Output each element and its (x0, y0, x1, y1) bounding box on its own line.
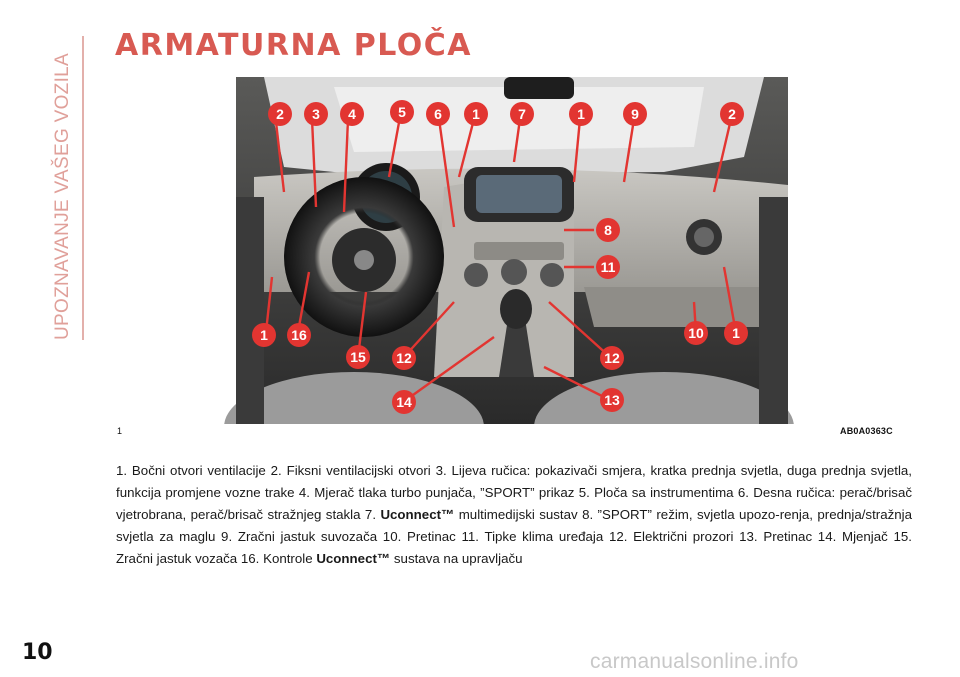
leader-line (622, 118, 636, 183)
callout-1-side-vent: 1 (464, 102, 488, 126)
callout-1-side-vent: 1 (252, 323, 276, 347)
svg-text:1: 1 (472, 106, 480, 122)
caption-brand2: Uconnect™ (316, 551, 391, 566)
callout-13-storage: 13 (600, 388, 624, 412)
svg-text:4: 4 (348, 106, 356, 122)
callout-2-left-vent: 2 (268, 102, 292, 126)
callout-14-gearshift: 14 (392, 390, 416, 414)
leader-line (512, 118, 522, 163)
svg-text:12: 12 (604, 350, 620, 366)
svg-text:16: 16 (291, 327, 307, 343)
callout-6-right-stalk: 6 (426, 102, 450, 126)
svg-text:15: 15 (350, 349, 366, 365)
svg-text:7: 7 (518, 106, 526, 122)
leader-line (296, 271, 311, 333)
callout-2-right-vent: 2 (720, 102, 744, 126)
caption-part1: 1. Bočni otvori ventilacije 2. Fiksni ve… (116, 463, 912, 522)
svg-text:13: 13 (604, 392, 620, 408)
leader-line (274, 121, 286, 193)
leader-line (712, 118, 733, 193)
svg-text:10: 10 (688, 325, 704, 341)
watermark[interactable]: carmanualsonline.info (590, 650, 799, 673)
leader-line (342, 118, 350, 213)
caption-brand1: Uconnect™ (380, 507, 455, 522)
leader-line (437, 118, 456, 228)
callout-3-left-stalk: 3 (304, 102, 328, 126)
leader-line (310, 118, 318, 208)
svg-text:5: 5 (398, 104, 406, 120)
leader-line (387, 116, 402, 178)
leader-line (572, 118, 582, 183)
dashboard-illustration: 2 3 4 5 6 1 7 1 9 2 8 11 1 16 15 12 14 1… (104, 77, 926, 424)
callout-15-driver-airbag: 15 (346, 345, 370, 369)
page-title: ARMATURNA PLOČA (115, 28, 473, 63)
svg-text:8: 8 (604, 222, 612, 238)
leader-line (264, 276, 274, 333)
leader-line (548, 301, 611, 358)
svg-text:6: 6 (434, 106, 442, 122)
caption-part3: sustava na upravljaču (393, 551, 523, 566)
side-tab-line (82, 36, 84, 340)
caption-part2: multimedijski sustav 8. ”SPORT” režim, s… (116, 507, 912, 566)
figure-caption: 1. Bočni otvori ventilacije 2. Fiksni ve… (116, 460, 912, 570)
callout-16-wheel-controls: 16 (287, 323, 311, 347)
svg-text:1: 1 (577, 106, 585, 122)
svg-text:12: 12 (396, 350, 412, 366)
callout-8-sport-mode: 8 (596, 218, 620, 242)
svg-text:9: 9 (631, 106, 639, 122)
svg-text:11: 11 (601, 259, 616, 275)
page-number: 10 (22, 640, 53, 665)
svg-text:14: 14 (396, 394, 412, 410)
svg-text:2: 2 (728, 106, 736, 122)
svg-text:2: 2 (276, 106, 284, 122)
callout-1-side-vent: 1 (569, 102, 593, 126)
leader-line (403, 301, 455, 358)
leader-line (457, 118, 476, 178)
leader-line (543, 365, 611, 402)
callout-7-uconnect: 7 (510, 102, 534, 126)
callout-12-window-switch: 12 (600, 346, 624, 370)
callout-1-side-vent: 1 (724, 321, 748, 345)
callout-12-window-switch: 12 (392, 346, 416, 370)
callout-11-climate-buttons: 11 (596, 255, 620, 279)
callout-5-instrument-panel: 5 (390, 100, 414, 124)
callout-4-turbo-gauge: 4 (340, 102, 364, 126)
figure-number: 1 (117, 426, 123, 436)
side-tab-label: UPOZNAVANJE VAŠEG VOZILA (52, 53, 73, 340)
dashboard-photo: 2 3 4 5 6 1 7 1 9 2 8 11 1 16 15 12 14 1… (104, 77, 926, 424)
leader-line (405, 336, 495, 401)
figure-code: AB0A0363C (840, 426, 893, 436)
side-tab: UPOZNAVANJE VAŠEG VOZILA (0, 0, 96, 340)
svg-text:1: 1 (260, 327, 268, 343)
callout-10-glovebox: 10 (684, 321, 708, 345)
svg-text:3: 3 (312, 106, 320, 122)
callout-9-passenger-airbag: 9 (623, 102, 647, 126)
svg-text:1: 1 (732, 325, 740, 341)
